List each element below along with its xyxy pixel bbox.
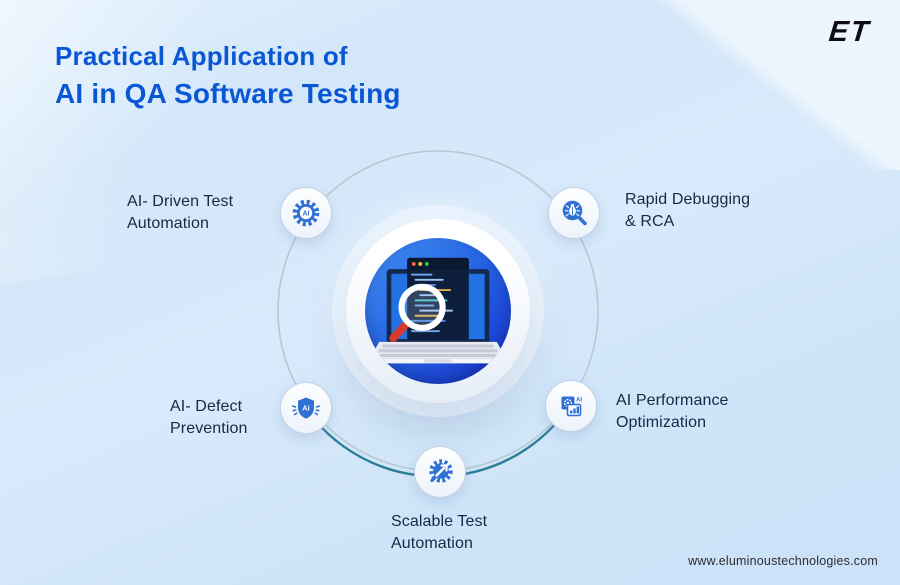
label-ai-driven-test-automation: AI- Driven Test Automation	[127, 193, 234, 232]
node-ai-defect-prevention: Ai	[280, 382, 332, 434]
title-line-2: AI in QA Software Testing	[55, 77, 401, 109]
node-rapid-debugging-rca	[548, 187, 600, 239]
node-ai-driven-test-automation: AI	[280, 187, 332, 239]
node-scalable-test-automation	[414, 446, 466, 498]
center-illustration	[365, 238, 511, 384]
node-ai-performance-optimization: AI	[545, 380, 597, 432]
ai-shield-icon: Ai	[292, 397, 320, 419]
title-line-1: Practical Application of	[55, 41, 348, 71]
website-url: www.eluminoustechnologies.com	[688, 554, 878, 568]
label-rapid-debugging-rca: Rapid Debugging & RCA	[625, 191, 751, 230]
svg-text:AI: AI	[576, 398, 582, 404]
label-ai-defect-prevention: AI- Defect Prevention	[170, 398, 248, 437]
bug-magnifier-icon	[562, 200, 587, 226]
page-title: Practical Application of AI in QA Softwa…	[55, 40, 401, 111]
ai-gear-icon: AI	[292, 199, 320, 227]
laptop-code-magnifier-icon	[369, 257, 507, 364]
ai-report-chart-icon: AI	[561, 396, 582, 417]
label-scalable-test-automation: Scalable Test Automation	[391, 513, 488, 552]
gear-arrow-icon	[429, 459, 453, 483]
label-ai-performance-optimization: AI Performance Optimization	[616, 392, 729, 431]
svg-text:Ai: Ai	[302, 404, 310, 413]
svg-text:AI: AI	[303, 211, 310, 218]
